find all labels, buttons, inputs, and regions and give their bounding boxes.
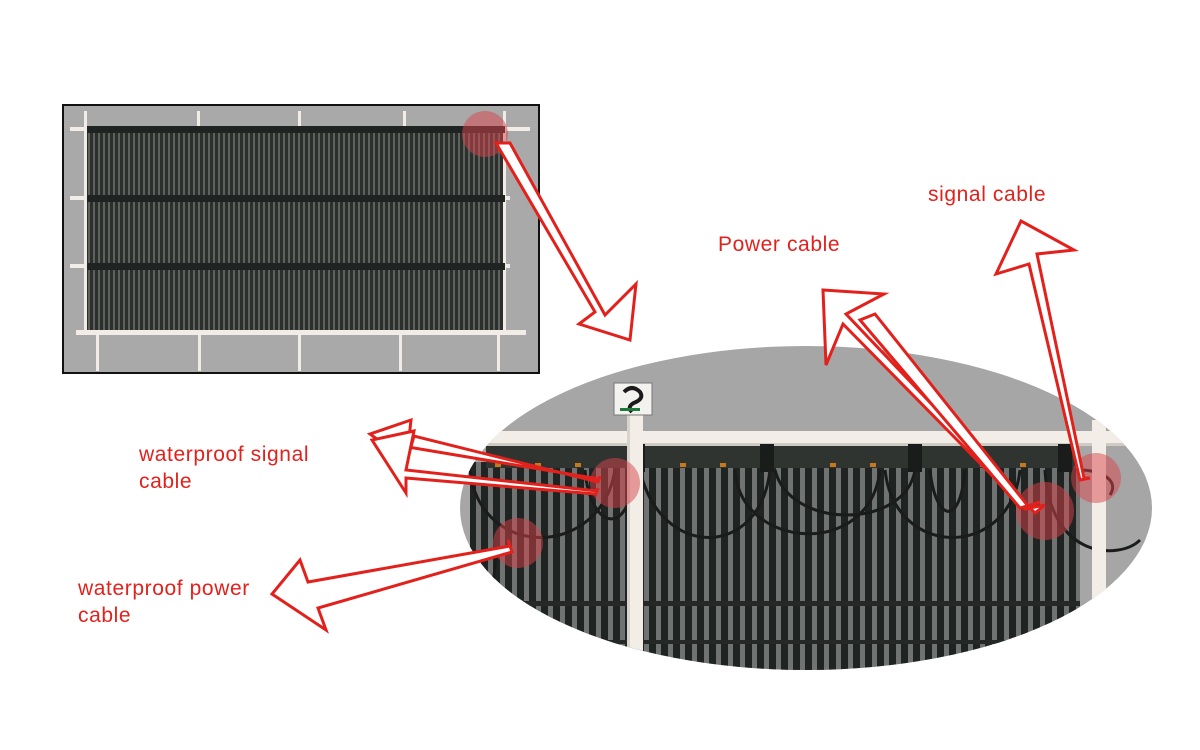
arrow-waterproof-power <box>269 539 514 634</box>
annotation-arrows <box>269 141 1091 634</box>
highlight-waterproof-power <box>493 518 543 568</box>
zoom-ellipse <box>460 346 1152 670</box>
label-waterproof-power-line1: waterproof power <box>78 577 250 600</box>
label-power-cable: Power cable <box>718 233 841 256</box>
inset-led-panels <box>87 126 505 330</box>
highlight-waterproof-signal <box>590 458 640 508</box>
highlight-signal <box>1071 453 1121 503</box>
arrow-waterproof-signal-1 <box>366 417 602 484</box>
label-waterproof-power-cable: waterproof power cable <box>78 575 250 629</box>
arrow-power-cable-2 <box>857 312 1041 510</box>
arrow-signal-cable <box>993 218 1091 482</box>
label-waterproof-signal-cable: waterproof signal cable <box>139 441 309 495</box>
label-signal-cable: signal cable <box>928 183 1047 206</box>
overview-inset <box>62 104 540 374</box>
arrow-waterproof-signal-2 <box>369 429 600 499</box>
arrow-inset-to-zoom <box>493 141 638 342</box>
label-waterproof-signal-line2: cable <box>139 470 193 493</box>
label-waterproof-signal-line1: waterproof signal <box>139 443 310 466</box>
label-waterproof-power-line2: cable <box>78 604 132 627</box>
junction-box <box>613 382 653 416</box>
highlight-power <box>1016 482 1074 540</box>
